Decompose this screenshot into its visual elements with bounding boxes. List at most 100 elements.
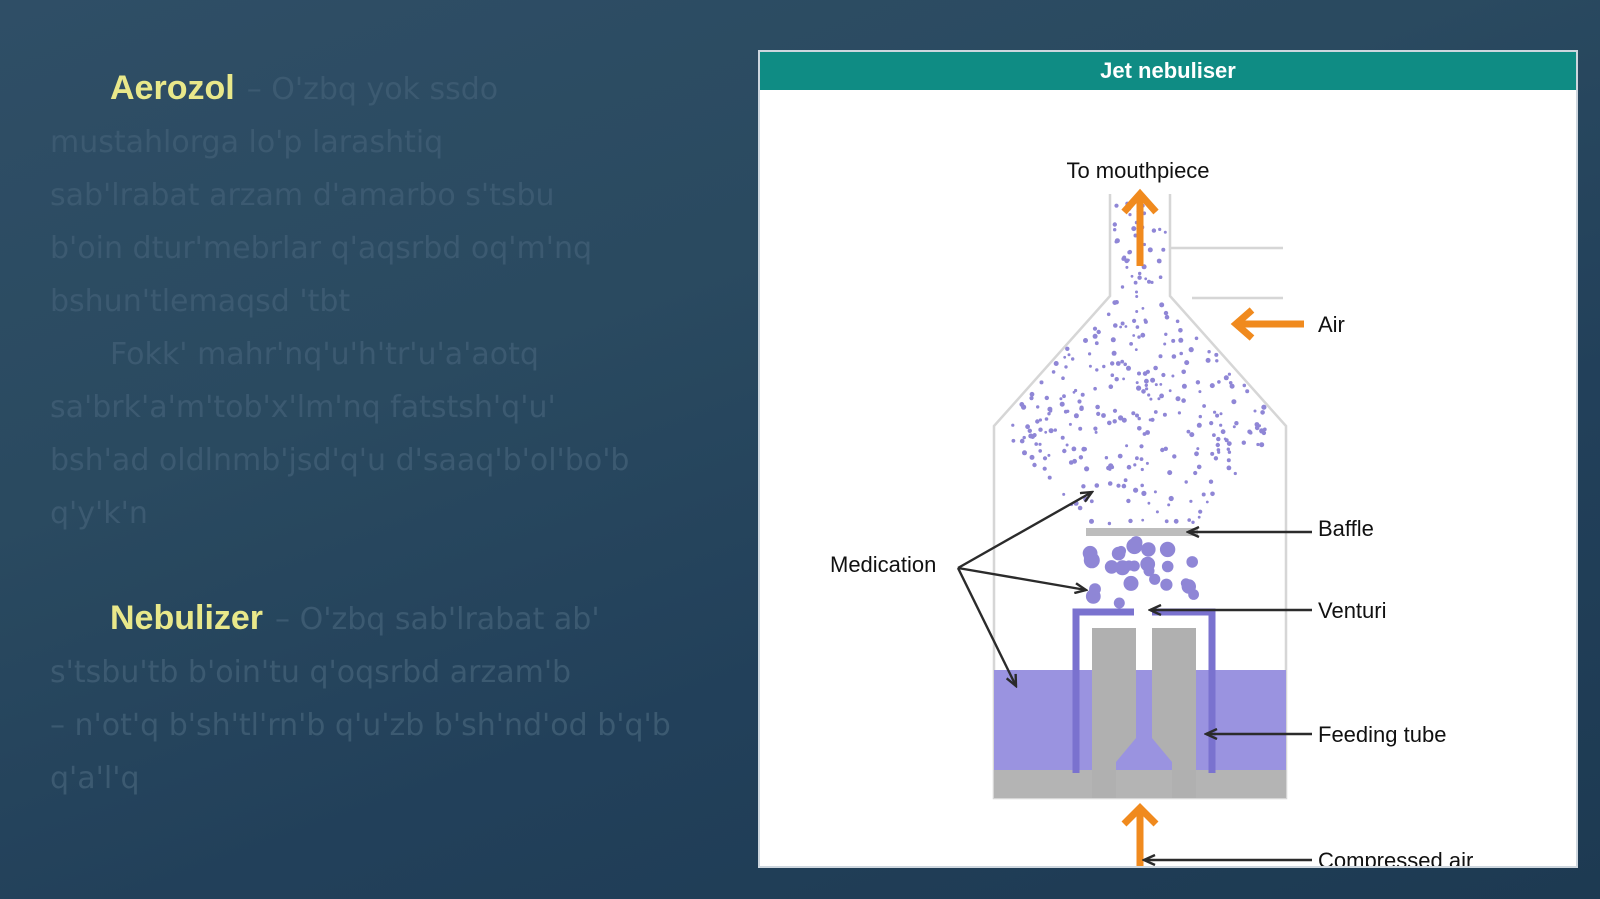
nebulizer-line: – O'zbq sab'lrabat ab' (275, 602, 600, 637)
aerosol-droplet (1047, 475, 1052, 480)
aerosol-droplet (1112, 419, 1117, 424)
aerosol-droplet (1147, 279, 1151, 284)
aerosol-droplet (1234, 421, 1239, 426)
medication-droplet (1113, 597, 1125, 609)
aerozol-line: Fokk' mahr'nq'u'h'tr'u'a'aotq (110, 337, 539, 372)
aerosol-droplet (1078, 455, 1084, 460)
aerosol-droplet (1175, 396, 1181, 402)
aerosol-droplet (1241, 440, 1246, 445)
aerosol-droplet (1142, 371, 1148, 376)
aerosol-droplet (1064, 365, 1068, 369)
aerosol-droplet (1197, 515, 1201, 519)
aerosol-droplet (1044, 430, 1048, 434)
aerosol-droplet (1219, 412, 1223, 416)
aerosol-droplet (1053, 361, 1059, 366)
aerosol-droplet (1181, 398, 1186, 403)
aerosol-droplet (1094, 341, 1099, 346)
aerosol-droplet (1139, 444, 1144, 449)
aerosol-droplet (1226, 447, 1230, 451)
aerosol-droplet (1228, 381, 1233, 385)
aerosol-droplet (1035, 419, 1040, 424)
aerosol-droplet (1171, 374, 1175, 378)
aerosol-droplet (1084, 466, 1090, 472)
aerosol-droplet (1150, 417, 1155, 422)
medication-droplet (1111, 546, 1126, 561)
aerosol-droplet (1186, 429, 1191, 434)
aerosol-droplet (1048, 409, 1053, 413)
aerosol-droplet (1124, 325, 1128, 328)
aerosol-droplet (1259, 428, 1265, 434)
aerosol-droplet (1128, 518, 1133, 524)
aerosol-droplet (1102, 364, 1106, 369)
label-venturi: Venturi (1318, 598, 1387, 623)
aerosol-droplet (1071, 446, 1077, 452)
aerosol-droplet (1215, 442, 1220, 448)
aerosol-droplet (1144, 277, 1148, 281)
aerosol-droplet (1226, 458, 1231, 463)
aerosol-droplet (1067, 353, 1071, 357)
aerosol-droplet (1120, 285, 1125, 289)
aerosol-droplet (1158, 227, 1162, 231)
aerosol-droplet (1027, 428, 1032, 433)
aerosol-droplet (1112, 222, 1117, 227)
medication-droplet (1104, 560, 1119, 574)
aerosol-droplet (1140, 467, 1144, 472)
aerosol-droplet (1062, 448, 1067, 454)
aerosol-droplet (1147, 501, 1151, 505)
aerosol-droplet (1089, 499, 1094, 504)
aerosol-droplet (1059, 401, 1065, 407)
aerosol-droplet (1155, 510, 1159, 514)
aerosol-droplet (1062, 394, 1066, 399)
aerosol-droplet (1133, 463, 1137, 467)
aerosol-droplet (1029, 396, 1034, 401)
aerosol-droplet (1261, 404, 1267, 410)
aerosol-droplet (1245, 389, 1250, 394)
aerosol-droplet (1198, 509, 1203, 514)
aerosol-droplet (1063, 409, 1068, 414)
aerosol-droplet (1226, 465, 1232, 471)
nebulizer-line: s'tsbu'tb b'oin'tu q'oqsrbd arzam'b (50, 655, 572, 690)
aerozol-line: sa'brk'a'm'tob'x'lm'nq fatstsh'q'u' (50, 390, 556, 425)
aerosol-droplet (1227, 450, 1232, 454)
aerosol-droplet (1141, 307, 1145, 310)
aerosol-droplet (1135, 295, 1139, 298)
medication-droplet (1126, 538, 1143, 555)
aerosol-droplet (1175, 319, 1180, 324)
aerosol-droplet (1224, 438, 1229, 443)
aerosol-droplet (1198, 390, 1202, 394)
aerosol-droplet (1141, 490, 1147, 496)
aerosol-droplet (1113, 228, 1117, 232)
aerosol-droplet (1145, 461, 1149, 465)
aerosol-droplet (1217, 380, 1221, 384)
mouthpiece-arrow (1121, 188, 1159, 266)
aerosol-droplet (1229, 383, 1235, 389)
aerosol-droplet (1051, 370, 1056, 374)
aerosol-droplet (1138, 271, 1142, 276)
aerosol-droplet (1140, 483, 1144, 488)
aerosol-droplet (1038, 427, 1043, 432)
aerosol-droplet (1011, 423, 1015, 427)
aerosol-droplet (1059, 397, 1063, 401)
aerosol-droplet (1232, 425, 1236, 429)
aerosol-droplet (1173, 518, 1179, 524)
aerosol-droplet (1095, 368, 1099, 372)
aerozol-line: bshun'tlemaqsd 'tbt (50, 284, 351, 319)
aerosol-droplet (1172, 454, 1177, 459)
aerosol-droplet (1209, 383, 1215, 389)
aerozol-line: bsh'ad oldlnmb'jsd'q'u d'saaq'b'ol'bo'b (50, 443, 630, 478)
aerozol-line: sab'lrabat arzam d'amarbo s'tsbu (50, 178, 555, 213)
aerosol-droplet (1188, 347, 1194, 353)
aerosol-droplet (1150, 280, 1154, 284)
nozzle-right (1152, 628, 1196, 798)
aerosol-droplet (1063, 355, 1067, 359)
aerosol-droplet (1132, 334, 1136, 337)
aerosol-droplet (1028, 433, 1034, 439)
aerosol-droplet (1119, 416, 1123, 419)
aerosol-droplet (1215, 359, 1219, 363)
aerosol-droplet (1141, 518, 1145, 522)
aerosol-droplet (1231, 399, 1237, 405)
aerosol-droplet (1184, 360, 1190, 366)
medication-droplet (1115, 560, 1130, 576)
aerosol-droplet (1101, 413, 1106, 418)
